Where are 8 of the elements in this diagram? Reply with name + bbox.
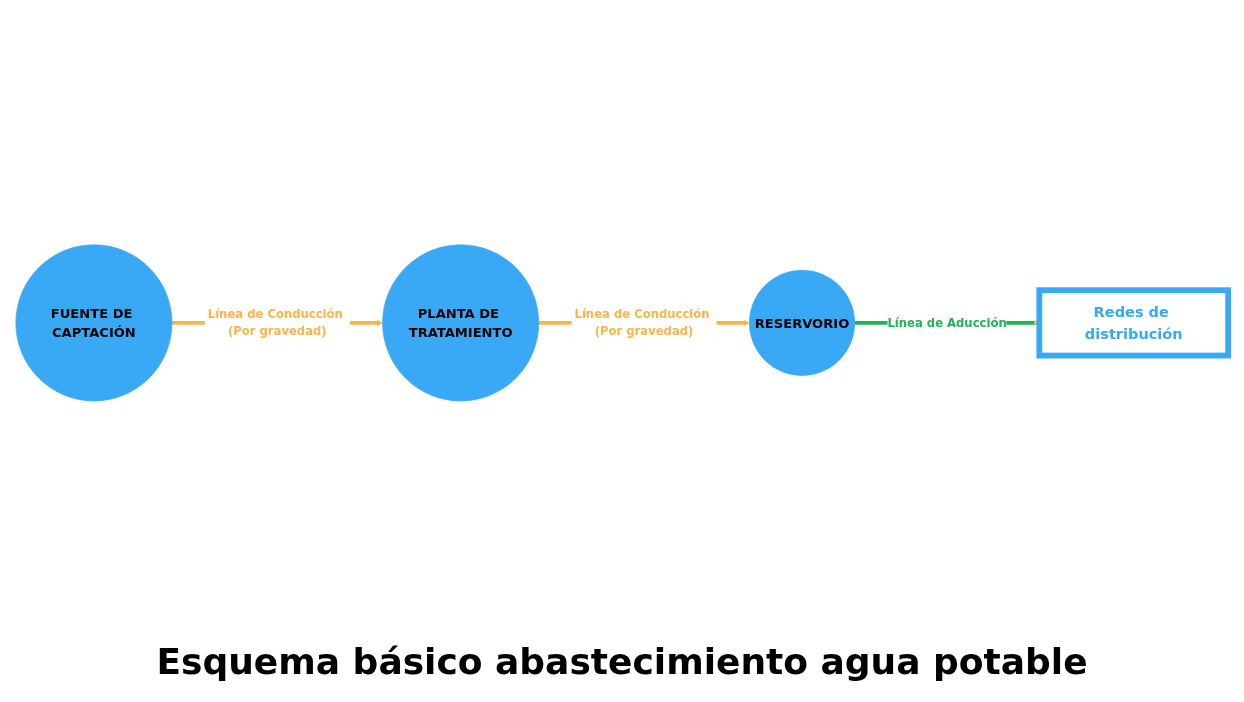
node-box: Redes de distribución (1036, 286, 1232, 359)
node-circle: FUENTE DE CAPTACIÓN (15, 244, 173, 401)
edge-label: Línea de Conducción (Por gravedad) (574, 306, 710, 338)
node-circle: RESERVORIO (749, 269, 856, 376)
edge-label: Línea de Aducción (887, 315, 1007, 330)
node-circle: PLANTA DE TRATAMIENTO (382, 244, 540, 401)
edge-label: Línea de Conducción (Por gravedad) (207, 306, 343, 338)
diagram-title: Esquema básico abastecimiento agua potable (156, 641, 1088, 682)
